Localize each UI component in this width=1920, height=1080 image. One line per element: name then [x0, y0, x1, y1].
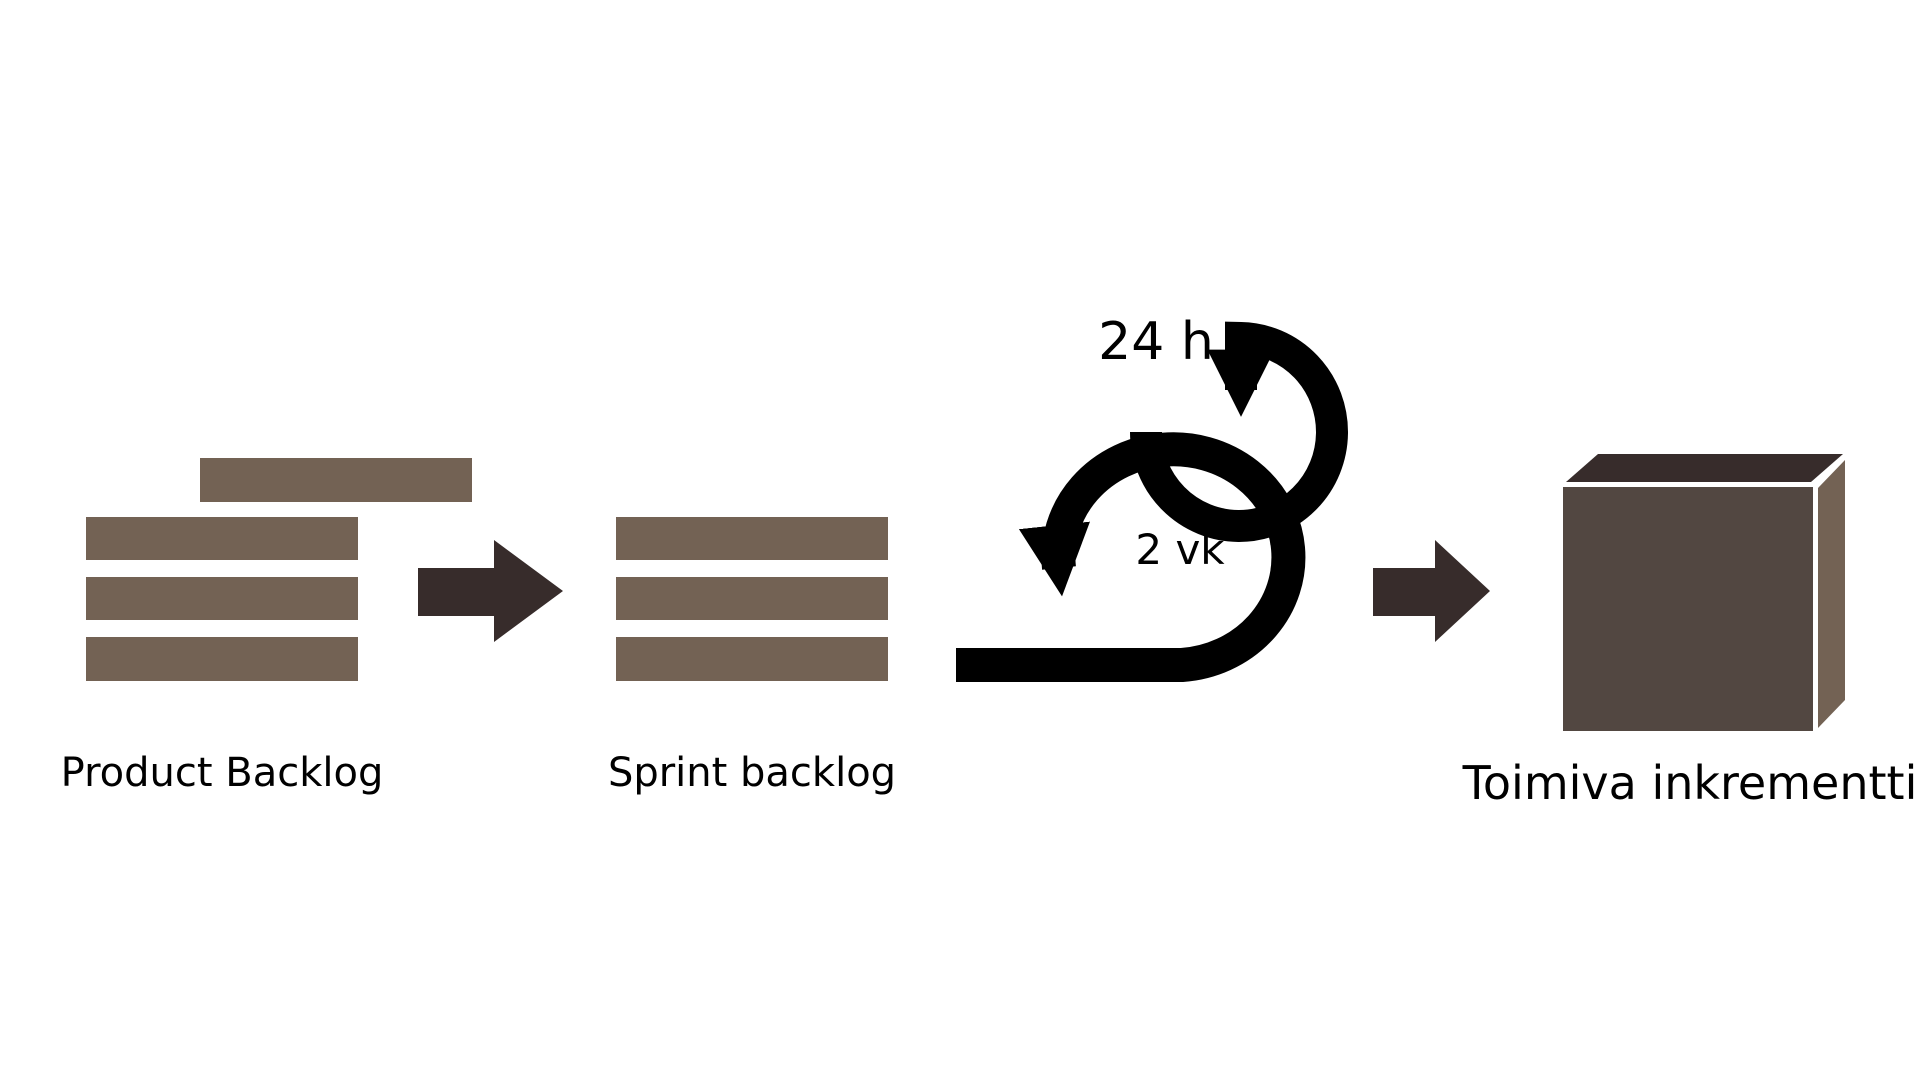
cube-icon: [1563, 454, 1845, 731]
backlog-item: [616, 577, 888, 620]
arrow-right-icon: [1373, 540, 1490, 642]
daily-loop-label: 24 h: [1098, 312, 1214, 372]
cube-side-face: [1818, 460, 1845, 728]
sprint-backlog-label: Sprint backlog: [608, 750, 896, 796]
backlog-item: [86, 637, 358, 681]
backlog-item: [200, 458, 472, 502]
sprint-backlog: Sprint backlog: [608, 517, 896, 796]
sprint-cycle: 24 h 2 vk: [956, 312, 1348, 682]
daily-loop-circular-arrow-icon: [1130, 321, 1348, 542]
cube-top-face: [1566, 454, 1843, 482]
backlog-item: [86, 577, 358, 620]
sprint-loop-label: 2 vk: [1135, 525, 1225, 574]
backlog-item: [616, 517, 888, 560]
arrow-right-icon: [418, 540, 563, 642]
product-backlog: Product Backlog: [61, 458, 472, 796]
backlog-item: [86, 517, 358, 560]
cube-front-face: [1563, 487, 1813, 731]
sprint-loop-circular-arrow-icon: [1019, 432, 1306, 682]
product-backlog-label: Product Backlog: [61, 750, 384, 796]
increment-label: Toimiva inkrementti: [1462, 756, 1918, 810]
loop-baseline: [956, 648, 1182, 682]
backlog-item: [616, 637, 888, 681]
